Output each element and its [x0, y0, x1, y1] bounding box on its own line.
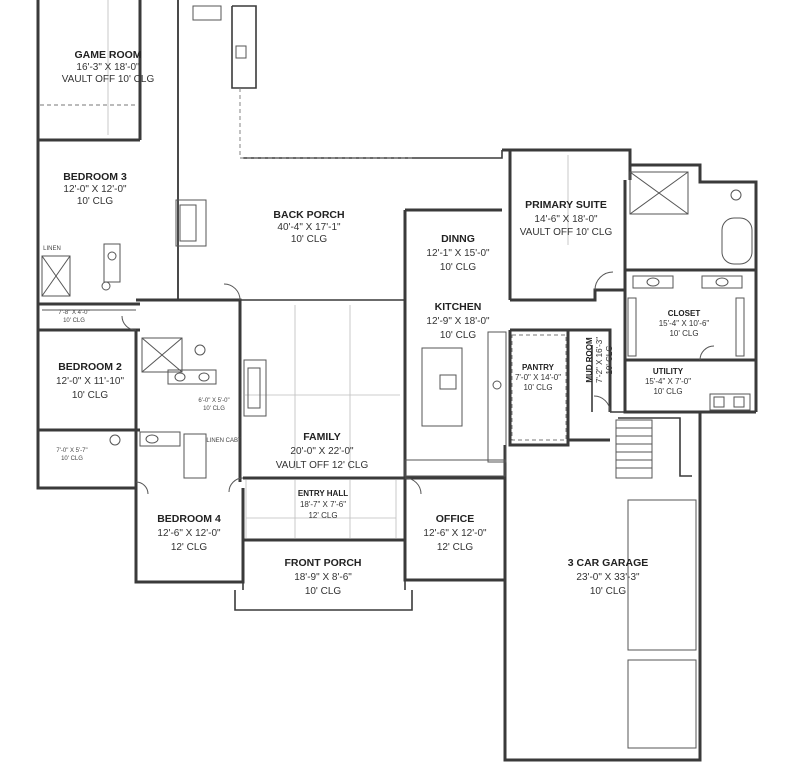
closet-ceiling: 10' CLG: [669, 329, 698, 338]
dining-size: 12'-1" X 15'-0": [426, 248, 490, 259]
utility-size: 15'-4" X 7'-0": [645, 377, 691, 386]
kitchen-label: KITCHEN 12'-9" X 18'-0" 10' CLG: [426, 301, 490, 341]
dining-label: DINNG 12'-1" X 15'-0" 10' CLG: [426, 233, 490, 273]
front-porch-name: FRONT PORCH: [285, 557, 362, 569]
back-porch-label: BACK PORCH 40'-4" X 17'-1" 10' CLG: [273, 209, 344, 245]
pantry-size: 7'-0" X 14'-0": [515, 373, 561, 382]
front-porch-label: FRONT PORCH 18'-9" X 8'-6" 10' CLG: [285, 557, 362, 597]
back-porch-size: 40'-4" X 17'-1": [277, 222, 341, 233]
primary-suite-label: PRIMARY SUITE 14'-6" X 18'-0" VAULT OFF …: [520, 199, 613, 238]
closet-size: 15'-4" X 10'-6": [659, 319, 710, 328]
pantry-ceiling: 10' CLG: [523, 383, 552, 392]
primary-suite-ceiling: VAULT OFF 10' CLG: [520, 227, 613, 238]
game-room-label: GAME ROOM 16'-3" X 18'-0" VAULT OFF 10' …: [62, 49, 155, 85]
primary-suite-size: 14'-6" X 18'-0": [534, 214, 598, 225]
closet-name: CLOSET: [668, 309, 701, 318]
bedroom2-ceiling: 10' CLG: [72, 390, 109, 401]
mud-room-name: MUD ROOM: [585, 337, 594, 383]
linen-cabt-label: LINEN CABT: [206, 438, 242, 444]
linen-label: LINEN: [43, 246, 61, 252]
back-porch-name: BACK PORCH: [273, 209, 344, 221]
family-size: 20'-0" X 22'-0": [290, 446, 354, 457]
dining-name: DINNG: [441, 233, 475, 245]
back-porch-ceiling: 10' CLG: [291, 234, 328, 245]
family-label: FAMILY 20'-0" X 22'-0" VAULT OFF 12' CLG: [276, 431, 369, 471]
bedroom4-size: 12'-6" X 12'-0": [157, 528, 221, 539]
game-room-size: 16'-3" X 18'-0": [76, 62, 140, 73]
mud-room-label: MUD ROOM 7'-2" X 16'-3" 10' CLG: [585, 337, 614, 383]
garage-size: 23'-0" X 33'-3": [576, 572, 640, 583]
exterior-walls: [36, 0, 758, 762]
utility-ceiling: 10' CLG: [653, 387, 682, 396]
game-room-ceiling: VAULT OFF 10' CLG: [62, 74, 155, 85]
bath3-closet-label: 7'-8" X 4'-0" 10' CLG: [58, 310, 89, 324]
primary-suite-name: PRIMARY SUITE: [525, 199, 607, 211]
bedroom3-ceiling: 10' CLG: [77, 196, 114, 207]
office-size: 12'-6" X 12'-0": [423, 528, 487, 539]
bedroom2-size: 12'-0" X 11'-10": [56, 376, 124, 387]
pantry-name: PANTRY: [522, 363, 555, 372]
utility-name: UTILITY: [653, 367, 684, 376]
mud-room-ceiling: 10' CLG: [605, 345, 614, 374]
bath2-closet-ceiling: 10' CLG: [203, 406, 225, 412]
bed4-closet-size: 7'-0" X 5'-7": [56, 448, 87, 454]
family-name: FAMILY: [303, 431, 341, 443]
bed4-closet-label: 7'-0" X 5'-7" 10' CLG: [56, 448, 87, 462]
stairs: [615, 419, 653, 479]
bedroom3-label: BEDROOM 3 12'-0" X 12'-0" 10' CLG: [63, 171, 127, 207]
game-room-name: GAME ROOM: [74, 49, 141, 61]
garage-name: 3 CAR GARAGE: [568, 557, 649, 569]
bed4-closet-ceiling: 10' CLG: [61, 456, 83, 462]
bedroom2-label: BEDROOM 2 12'-0" X 11'-10" 10' CLG: [56, 361, 124, 401]
front-porch-size: 18'-9" X 8'-6": [294, 572, 352, 583]
bedroom3-size: 12'-0" X 12'-0": [63, 184, 127, 195]
mud-room-size: 7'-2" X 16'-3": [595, 337, 604, 383]
bedroom4-label: BEDROOM 4 12'-6" X 12'-0" 12' CLG: [157, 513, 221, 553]
bath3-closet-size: 7'-8" X 4'-0": [58, 310, 89, 316]
fixtures: [40, 0, 753, 749]
bath3-closet-ceiling: 10' CLG: [63, 318, 85, 324]
garage-ceiling: 10' CLG: [590, 586, 627, 597]
bath2-closet-label: 6'-0" X 5'-0" 10' CLG: [198, 398, 229, 412]
family-ceiling: VAULT OFF 12' CLG: [276, 460, 369, 471]
room-labels: GAME ROOM 16'-3" X 18'-0" VAULT OFF 10' …: [43, 49, 709, 597]
office-label: OFFICE 12'-6" X 12'-0" 12' CLG: [423, 513, 487, 553]
utility-label: UTILITY 15'-4" X 7'-0" 10' CLG: [645, 367, 691, 396]
kitchen-size: 12'-9" X 18'-0": [426, 316, 490, 327]
bedroom2-name: BEDROOM 2: [58, 361, 122, 373]
bedroom3-name: BEDROOM 3: [63, 171, 127, 183]
front-porch-ceiling: 10' CLG: [305, 586, 342, 597]
bedroom4-name: BEDROOM 4: [157, 513, 221, 525]
office-ceiling: 12' CLG: [437, 542, 474, 553]
entry-hall-label: ENTRY HALL 18'-7" X 7'-6" 12' CLG: [298, 489, 348, 520]
kitchen-ceiling: 10' CLG: [440, 330, 477, 341]
bedroom4-ceiling: 12' CLG: [171, 542, 208, 553]
pantry-label: PANTRY 7'-0" X 14'-0" 10' CLG: [515, 363, 561, 392]
kitchen-name: KITCHEN: [435, 301, 482, 313]
closet-label: CLOSET 15'-4" X 10'-6" 10' CLG: [659, 309, 710, 338]
office-name: OFFICE: [436, 513, 475, 525]
dining-ceiling: 10' CLG: [440, 262, 477, 273]
entry-hall-size: 18'-7" X 7'-6": [300, 500, 346, 509]
bath2-closet-size: 6'-0" X 5'-0": [198, 398, 229, 404]
entry-hall-ceiling: 12' CLG: [308, 511, 337, 520]
garage-label: 3 CAR GARAGE 23'-0" X 33'-3" 10' CLG: [568, 557, 649, 597]
entry-hall-name: ENTRY HALL: [298, 489, 348, 498]
